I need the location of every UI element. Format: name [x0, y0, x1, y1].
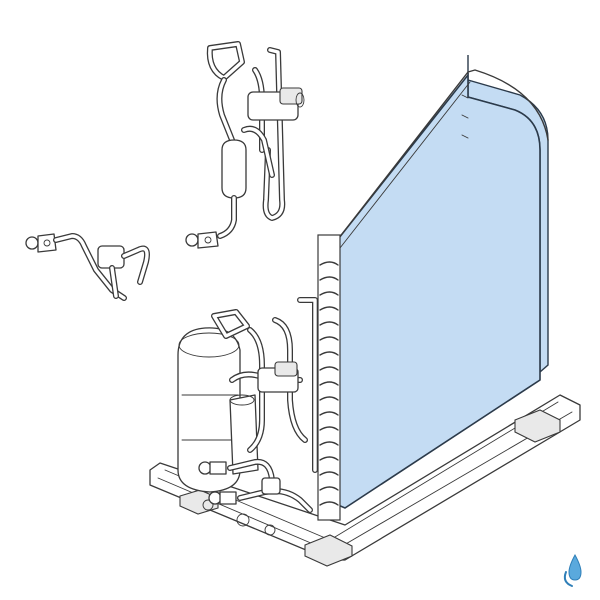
condenser-coil [317, 55, 549, 521]
exploded-valve-assembly [25, 233, 150, 301]
compressor [177, 327, 259, 493]
brand-drop-logo [563, 553, 582, 587]
coil-tube-bends [319, 261, 339, 506]
compressor-piping [198, 297, 318, 513]
exploded-four-way-valve-assembly [185, 41, 305, 249]
